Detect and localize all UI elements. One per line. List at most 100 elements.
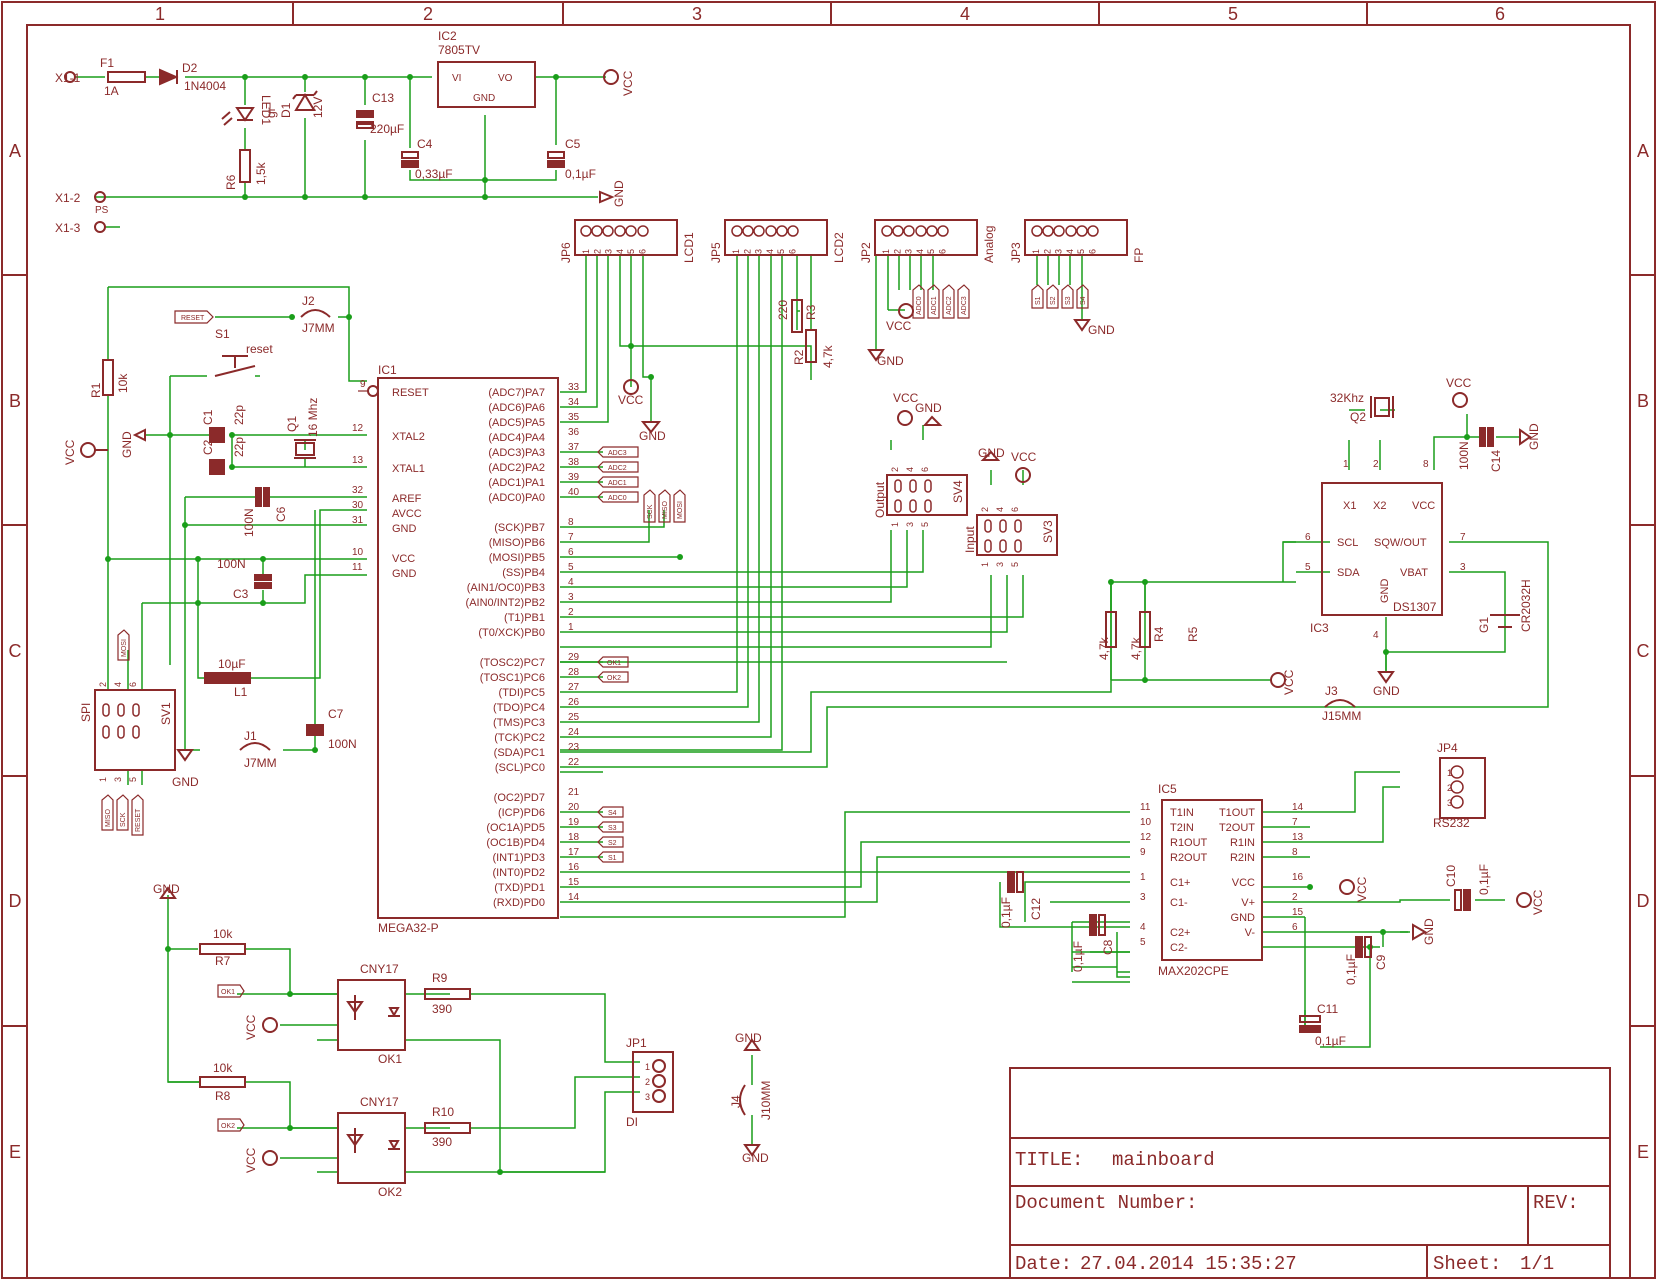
ic1-right-pin-name: (AIN0/INT2)PB2 [466,597,545,609]
ic1-right-pin-name: (SCK)PB7 [494,522,545,534]
spi-reset-flag: RESET [135,808,142,832]
ok2-flag: OK2 [607,675,621,682]
ic5-right-pin-num: 16 [1292,872,1304,883]
ic1-right-pin-num: 35 [568,412,580,423]
vcc-jp6-label: VCC [618,393,644,407]
sheet-value: 1/1 [1520,1253,1554,1275]
header-even-pin-number: 6 [920,467,930,472]
ic5-left-pin-name: T1IN [1170,807,1194,819]
header-odd-pin-number: 3 [995,562,1005,567]
header-pin-number: 4 [765,249,775,254]
ic3-pin-8-num: 8 [1423,459,1429,470]
j1-name: J1 [244,729,257,743]
vcc-r4-label: VCC [1282,669,1296,695]
header-pin-number: 2 [742,249,752,254]
gnd-opto-label: GND [153,882,180,896]
ic1-pin-11-num: 11 [352,562,363,573]
ic5-right-pin-num: 7 [1292,817,1298,828]
d2-value: 1N4004 [184,79,226,93]
sv1-name: SV1 [159,702,173,725]
ic5-name: IC5 [1158,782,1177,796]
d1-name: D1 [279,102,293,118]
jp1-name: JP1 [626,1036,647,1050]
c8-name: C8 [1101,939,1115,955]
gnd-x12-label: GND [612,180,626,207]
c6-name: C6 [274,506,288,522]
c3-name: C3 [233,587,249,601]
header-odd-pin-number: 5 [920,522,930,527]
sheet-label: Sheet: [1433,1253,1501,1275]
header-pin-number: 6 [1088,249,1098,254]
d1-value: 12V [311,97,325,118]
header-odd-pin-number: 5 [128,777,138,782]
gnd-jp6-label: GND [639,429,666,443]
ic1-right-pin-num: 4 [568,577,574,588]
sv3-value: Input [963,526,977,553]
c12-name: C12 [1029,898,1043,920]
title-value: mainboard [1112,1149,1215,1171]
rev-label: REV: [1533,1192,1579,1214]
nets [75,76,1549,1173]
ic1-right-pin-name: (SS)PB4 [502,567,545,579]
junctions [105,74,1470,1175]
jp1-pin-number: 1 [645,1062,650,1072]
vcc-ok1-label: VCC [244,1014,258,1040]
ok1-name: OK1 [378,1052,402,1066]
vcc-ok2-label: VCC [244,1147,258,1173]
ic3-pin-gnd: GND [1379,579,1391,604]
jp2-adc3-flag: ADC3 [961,296,968,315]
header-pin-number: 1 [731,249,741,254]
ic1-right-pin-num: 40 [568,487,580,498]
net-flags [101,284,1089,1132]
jp3-name: JP3 [1009,242,1023,263]
header-pin-number: 1 [1031,249,1041,254]
reset-flag: RESET [181,315,205,322]
ic1-right-pin-name: (ADC3)PA3 [488,447,545,459]
c1-name: C1 [201,409,215,425]
header-even-pin-number: 4 [113,682,123,687]
header-odd-pin-number: 1 [98,777,108,782]
ic1-right-pin-name: (TCK)PC2 [494,732,545,744]
ic1-pin-31-num: 31 [352,515,364,526]
r6-value: 1,5k [254,161,268,185]
ic1-pin-13-num: 13 [352,455,364,466]
r6-name: R6 [224,174,238,190]
r2-name: R2 [792,349,806,365]
c4-name: C4 [417,137,433,151]
jp3-s2-flag: S2 [1050,296,1057,305]
parts [64,61,1532,1184]
c1-value: 22p [232,405,246,425]
r5-value: 4,7k [1097,636,1111,660]
ic1-right-pin-name: (SCL)PC0 [495,762,545,774]
gnd-crystal-label: GND [120,431,134,458]
ic3-pin-x1: X1 [1343,500,1356,512]
jp1-pin-number: 2 [645,1077,650,1087]
ic1-right-pin-name: (ADC5)PA5 [488,417,545,429]
ic1-right-pin-num: 8 [568,517,574,528]
ic2-pin-vi: VI [452,73,461,84]
ic2-pin-gnd: GND [473,93,495,104]
header-pin-number: 4 [915,249,925,254]
s1-value: reset [246,342,273,356]
ic1-right-pin-num: 37 [568,442,580,453]
ic1-right-pin-name: (TOSC2)PC7 [480,657,545,669]
s1-name: S1 [215,327,230,341]
gnd-sv4-label: GND [915,401,942,415]
jp3-s1-flag: S1 [1035,296,1042,305]
sv3-name: SV3 [1041,520,1055,543]
frame-row-c-right: C [1637,641,1650,661]
gnd-c14-label: GND [1527,423,1541,450]
c9-name: C9 [1374,954,1388,970]
gnd-sv3-label: GND [978,446,1005,460]
ic1-right-pin-name: (TOSC1)PC6 [480,672,545,684]
ic1-right-pin-num: 5 [568,562,574,573]
jp6-name: JP6 [559,242,573,263]
gnd-spi-label: GND [172,775,199,789]
ic1-pin-vcc: VCC [392,553,415,565]
ic1-right-pin-name: (ICP)PD6 [498,807,545,819]
ic3-name: IC3 [1310,621,1329,635]
mosi-flag: MOSI [677,501,684,519]
jp3-value: FP [1132,248,1146,263]
